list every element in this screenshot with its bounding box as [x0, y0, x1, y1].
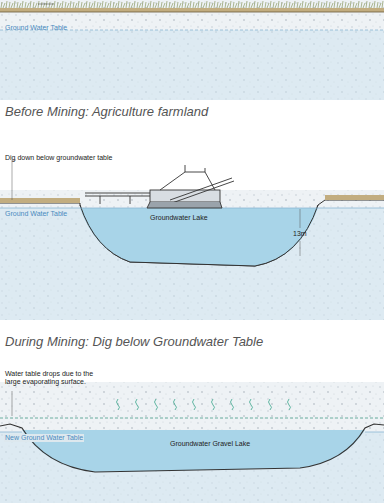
water-table-label: Ground Water Table: [5, 24, 67, 32]
figure-caption: Before Mining: Agriculture farmland: [5, 104, 208, 120]
after-section: [0, 382, 384, 503]
lake-label: Groundwater Gravel Lake: [170, 440, 250, 448]
before-section: [0, 0, 384, 100]
water-table-label: New Ground Water Table: [4, 434, 84, 442]
dimension-label: 13m: [293, 230, 307, 238]
during-section: [0, 160, 384, 320]
evaporation-marks: [117, 399, 291, 410]
mining-machine: [85, 165, 234, 208]
lake-label: Groundwater Lake: [150, 214, 208, 222]
callout-note: Dig down below groundwater table: [5, 154, 112, 162]
water-table-label: Ground Water Table: [5, 210, 67, 218]
figure-caption: During Mining: Dig below Groundwater Tab…: [5, 334, 263, 350]
callout-note: Water table drops due to the large evapo…: [5, 370, 109, 387]
